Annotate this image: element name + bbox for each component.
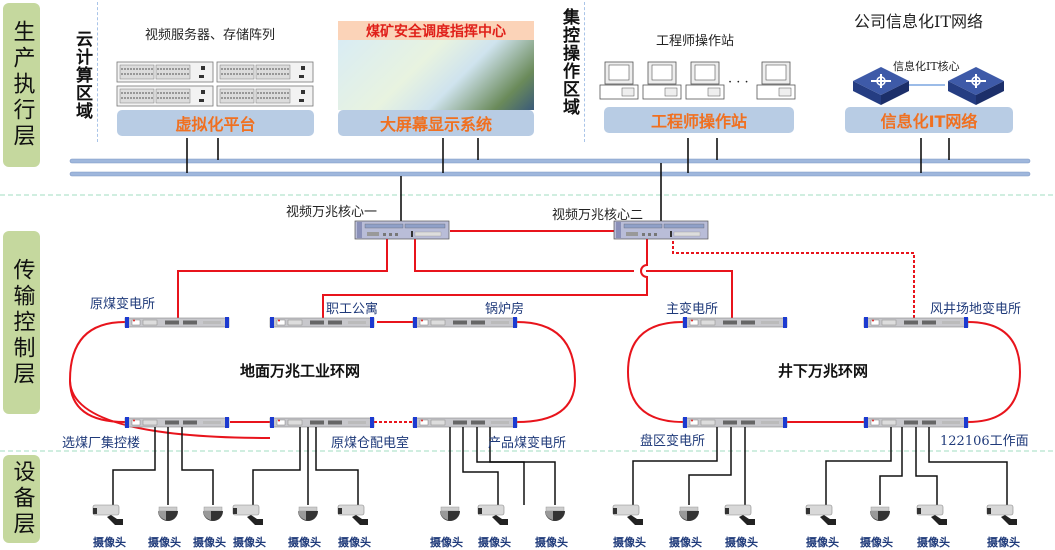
zone-cloud-caption: 视频服务器、存储阵列 xyxy=(145,28,276,43)
bullet-camera-icon xyxy=(612,504,644,526)
node-label: 原煤仓配电室 xyxy=(331,436,410,451)
surface-ring-title: 地面万兆工业环网 xyxy=(240,362,361,380)
camera-label: 摄像头 xyxy=(288,536,321,549)
bullet-camera-icon xyxy=(337,504,369,526)
dome-camera-icon xyxy=(544,506,566,522)
camera-label: 摄像头 xyxy=(613,536,646,549)
platform-virtualization: 虚拟化平台 xyxy=(117,110,314,136)
camera-label: 摄像头 xyxy=(148,536,181,549)
layer-label-production: 生产执行层 xyxy=(3,3,40,167)
backbone-bus xyxy=(69,171,1031,177)
bullet-camera-icon xyxy=(232,504,264,526)
bullet-camera-icon xyxy=(92,504,124,526)
camera-label: 摄像头 xyxy=(430,536,463,549)
node-label: 原煤变电所 xyxy=(90,297,156,312)
ring-switch-staff-apartment xyxy=(269,316,375,329)
camera-cable xyxy=(489,427,556,505)
ring-switch-ventilation-substation xyxy=(863,316,969,329)
ring-switch-122106-face xyxy=(863,416,969,429)
dome-camera-icon xyxy=(678,506,700,522)
server-icon xyxy=(116,85,214,107)
bullet-camera-icon xyxy=(805,504,837,526)
layer-label-device: 设备层 xyxy=(3,455,40,543)
zone-it-caption: 公司信息化IT网络 xyxy=(854,12,983,31)
zone-cloud-label: 云计算区域 xyxy=(72,30,92,120)
camera-label: 摄像头 xyxy=(725,536,758,549)
workstation-icon xyxy=(642,61,682,100)
ring-switch-coal-prep-control xyxy=(124,416,230,429)
backbone-bus xyxy=(69,158,1031,164)
camera-label: 摄像头 xyxy=(233,536,266,549)
node-label: 风井场地变电所 xyxy=(930,302,1022,317)
workstation-icon xyxy=(756,61,796,100)
dome-camera-icon xyxy=(439,506,461,522)
dome-camera-icon xyxy=(869,506,891,522)
dome-camera-icon xyxy=(297,506,319,522)
node-label: 选煤厂集控楼 xyxy=(62,436,141,451)
server-icon xyxy=(216,61,314,83)
server-icon xyxy=(216,85,314,107)
camera-label: 摄像头 xyxy=(806,536,839,549)
zone-control-caption: 工程师操作站 xyxy=(656,34,735,49)
screen-title: 煤矿安全调度指挥中心 xyxy=(338,21,534,40)
zone-divider xyxy=(584,2,585,142)
platform-engineer-station: 工程师操作站 xyxy=(604,107,794,133)
node-label: 主变电所 xyxy=(666,302,719,317)
node-label: 产品煤变电所 xyxy=(488,436,567,451)
ring-switch-main-substation xyxy=(682,316,788,329)
ring-switch-panel-substation xyxy=(682,416,788,429)
underground-ring-title: 井下万兆环网 xyxy=(778,362,869,380)
camera-label: 摄像头 xyxy=(860,536,893,549)
platform-it-network: 信息化IT网络 xyxy=(845,107,1013,133)
bullet-camera-icon xyxy=(916,504,948,526)
core-switch-1-label: 视频万兆核心一 xyxy=(286,205,378,220)
bullet-camera-icon xyxy=(986,504,1018,526)
ring-switch-boiler-room xyxy=(412,316,518,329)
core-switch-2 xyxy=(613,220,709,240)
platform-big-screen: 大屏幕显示系统 xyxy=(338,110,534,136)
ring-switch-yuanmei-substation xyxy=(124,316,230,329)
dome-camera-icon xyxy=(202,506,224,522)
dome-camera-icon xyxy=(157,506,179,522)
zone-divider xyxy=(97,2,98,142)
workstation-ellipsis: · · · xyxy=(728,75,749,90)
it-core-caption: 信息化IT核心 xyxy=(893,60,960,73)
node-label: 锅炉房 xyxy=(485,302,525,317)
workstation-icon xyxy=(599,61,639,100)
workstation-icon xyxy=(685,61,725,100)
camera-label: 摄像头 xyxy=(917,536,950,549)
camera-label: 摄像头 xyxy=(535,536,568,549)
layer-label-transmission: 传输控制层 xyxy=(3,231,40,414)
node-label: 122106工作面 xyxy=(940,434,1029,449)
node-label: 盘区变电所 xyxy=(640,434,706,449)
camera-label: 摄像头 xyxy=(338,536,371,549)
ring-switch-coal-bunker-power-room xyxy=(269,416,375,429)
ring-switch-product-coal-substation xyxy=(412,416,518,429)
camera-label: 摄像头 xyxy=(193,536,226,549)
dispatch-map-image xyxy=(338,40,534,110)
camera-label: 摄像头 xyxy=(478,536,511,549)
node-label: 职工公寓 xyxy=(326,302,379,317)
camera-label: 摄像头 xyxy=(93,536,126,549)
camera-label: 摄像头 xyxy=(669,536,702,549)
core-switch-1 xyxy=(354,220,450,240)
server-icon xyxy=(116,61,214,83)
bullet-camera-icon xyxy=(477,504,509,526)
core-switch-2-label: 视频万兆核心二 xyxy=(552,208,644,223)
bullet-camera-icon xyxy=(724,504,756,526)
zone-control-label: 集控操作区域 xyxy=(559,8,579,116)
camera-label: 摄像头 xyxy=(987,536,1020,549)
